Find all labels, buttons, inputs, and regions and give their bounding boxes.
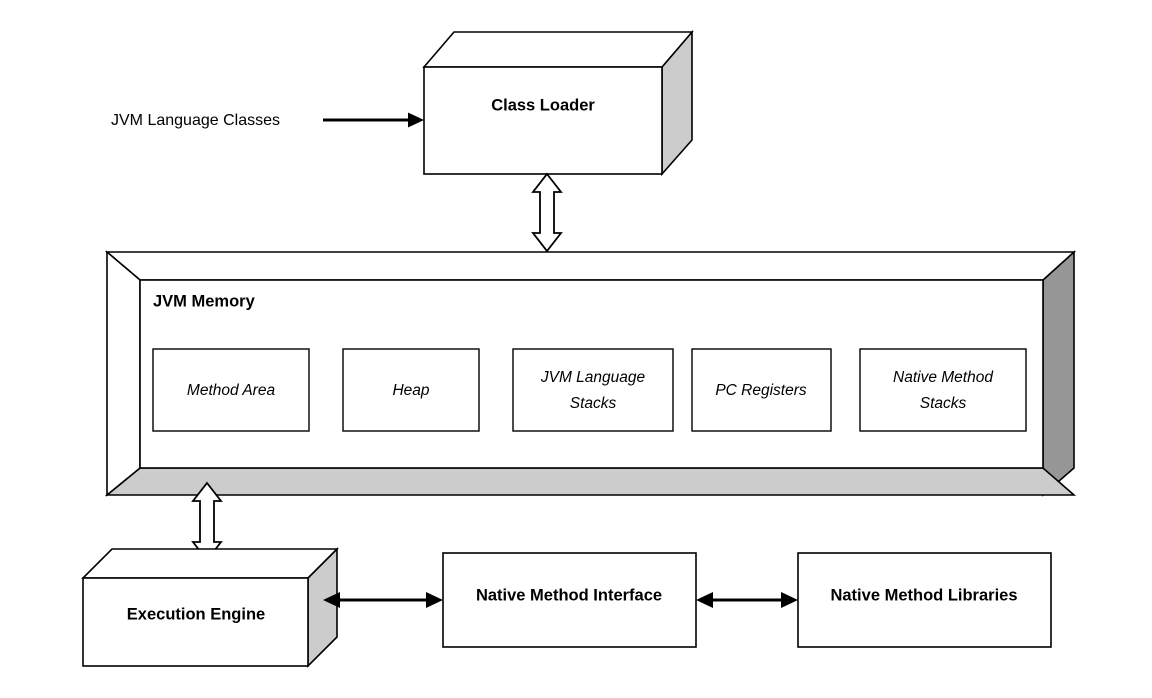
native-method-libraries-label: Native Method Libraries <box>830 586 1017 604</box>
arrow-head-left <box>323 592 340 608</box>
jvm-language-stacks-label-line1: JVM Language <box>540 369 646 386</box>
native-method-libraries-node[interactable]: Native Method Libraries <box>797 552 1052 648</box>
pc-registers-box <box>691 348 832 432</box>
pc-registers-label: PC Registers <box>715 382 807 399</box>
class-loader-node[interactable]: Class Loader <box>422 29 694 177</box>
execution-engine-to-native-method-interface-connector <box>323 592 443 608</box>
native-method-stacks-label-line1: Native Method <box>893 369 994 386</box>
class-loader-label: Class Loader <box>491 96 595 114</box>
class-loader-to-jvm-memory-connector <box>531 172 563 253</box>
jvm-language-stacks-label-line2: Stacks <box>570 395 617 412</box>
execution-engine-label: Execution Engine <box>127 605 265 623</box>
jvm-language-classes-input: JVM Language Classes <box>111 112 424 129</box>
execution-engine-node[interactable]: Execution Engine <box>81 547 339 668</box>
native-method-stacks-label-line2: Stacks <box>920 395 967 412</box>
arrow-head-right <box>408 112 424 128</box>
heap-box <box>342 348 480 432</box>
class-loader-front-face <box>423 66 663 175</box>
jvm-memory-node[interactable]: JVM Memory Method Area Heap JVM Language… <box>104 250 1077 497</box>
arrow-head-right <box>426 592 443 608</box>
native-method-interface-node[interactable]: Native Method Interface <box>442 552 697 648</box>
arrow-head-right <box>781 592 798 608</box>
jvm-language-stacks-box <box>512 348 674 432</box>
class-loader-top-face <box>422 31 694 68</box>
jvm-language-classes-label: JVM Language Classes <box>111 112 280 129</box>
jvm-memory-region-jvm-language-stacks[interactable]: JVM Language Stacks <box>512 348 674 432</box>
native-method-interface-box <box>442 552 697 648</box>
method-area-box <box>152 348 310 432</box>
execution-engine-top-face <box>81 548 339 579</box>
jvm-memory-top-face <box>104 251 1077 281</box>
execution-engine-front-face <box>82 577 309 667</box>
jvm-memory-left-face <box>106 250 141 497</box>
jvm-memory-region-method-area[interactable]: Method Area <box>152 348 310 432</box>
native-method-interface-label: Native Method Interface <box>476 586 662 604</box>
jvm-memory-region-pc-registers[interactable]: PC Registers <box>691 348 832 432</box>
jvm-memory-bottom-band <box>104 467 1077 496</box>
method-area-label: Method Area <box>187 382 276 399</box>
native-method-libraries-box <box>797 552 1052 648</box>
native-method-stacks-box <box>859 348 1027 432</box>
classes-to-class-loader-arrow <box>323 112 424 128</box>
arrow-head-left <box>696 592 713 608</box>
jvm-memory-region-native-method-stacks[interactable]: Native Method Stacks <box>859 348 1027 432</box>
native-method-interface-to-libraries-connector <box>696 592 798 608</box>
jvm-memory-region-heap[interactable]: Heap <box>342 348 480 432</box>
jvm-memory-label: JVM Memory <box>153 292 256 310</box>
hollow-double-arrow-vertical <box>531 172 563 253</box>
jvm-memory-right-face <box>1042 250 1075 497</box>
heap-label: Heap <box>392 382 429 399</box>
